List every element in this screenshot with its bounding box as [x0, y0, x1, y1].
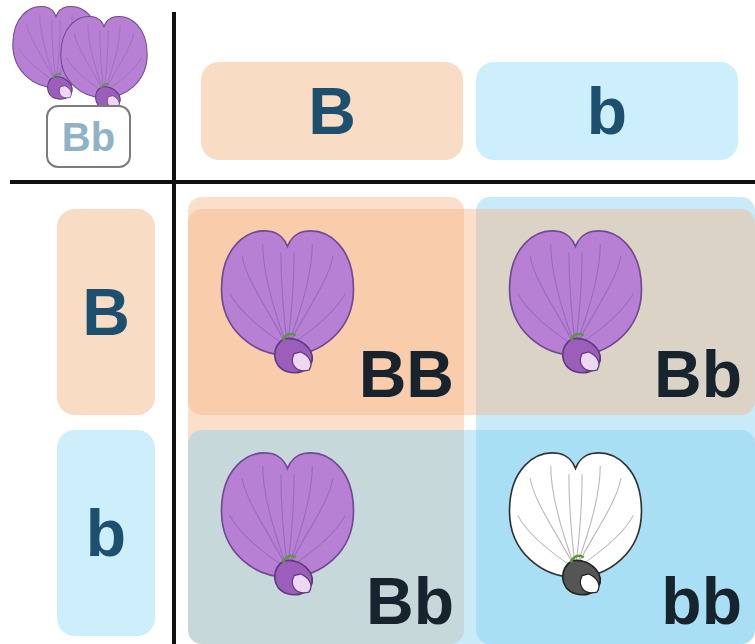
offspring-genotype: Bb	[190, 432, 462, 640]
genotype-text: BB	[359, 338, 454, 411]
grid-line	[10, 180, 755, 184]
offspring-flower	[222, 231, 354, 373]
genotype-text: Bb	[62, 115, 115, 159]
parent-genotype: Bb	[46, 105, 131, 168]
allele-header: B	[57, 209, 155, 415]
allele-header: B	[201, 62, 463, 160]
row-strip	[188, 209, 755, 415]
row-strip	[188, 430, 755, 644]
offspring-genotype: bb	[478, 432, 750, 640]
offspring-genotype: BB	[190, 211, 462, 413]
genotype-text: Bb	[366, 565, 454, 638]
genotype-text: B	[82, 276, 130, 349]
parent-flower	[61, 16, 147, 109]
allele-header: b	[476, 62, 738, 160]
genotype-text: Bb	[654, 338, 742, 411]
allele-header: b	[57, 430, 155, 636]
offspring-genotype: Bb	[478, 211, 750, 413]
offspring-flower	[510, 453, 642, 595]
genotype-text: bb	[661, 565, 742, 638]
genotype-text: b	[86, 497, 126, 570]
genotype-text: B	[308, 75, 356, 148]
genotype-text: b	[587, 75, 627, 148]
grid-line	[172, 12, 176, 644]
offspring-flower	[222, 453, 354, 595]
offspring-flower	[510, 231, 642, 373]
